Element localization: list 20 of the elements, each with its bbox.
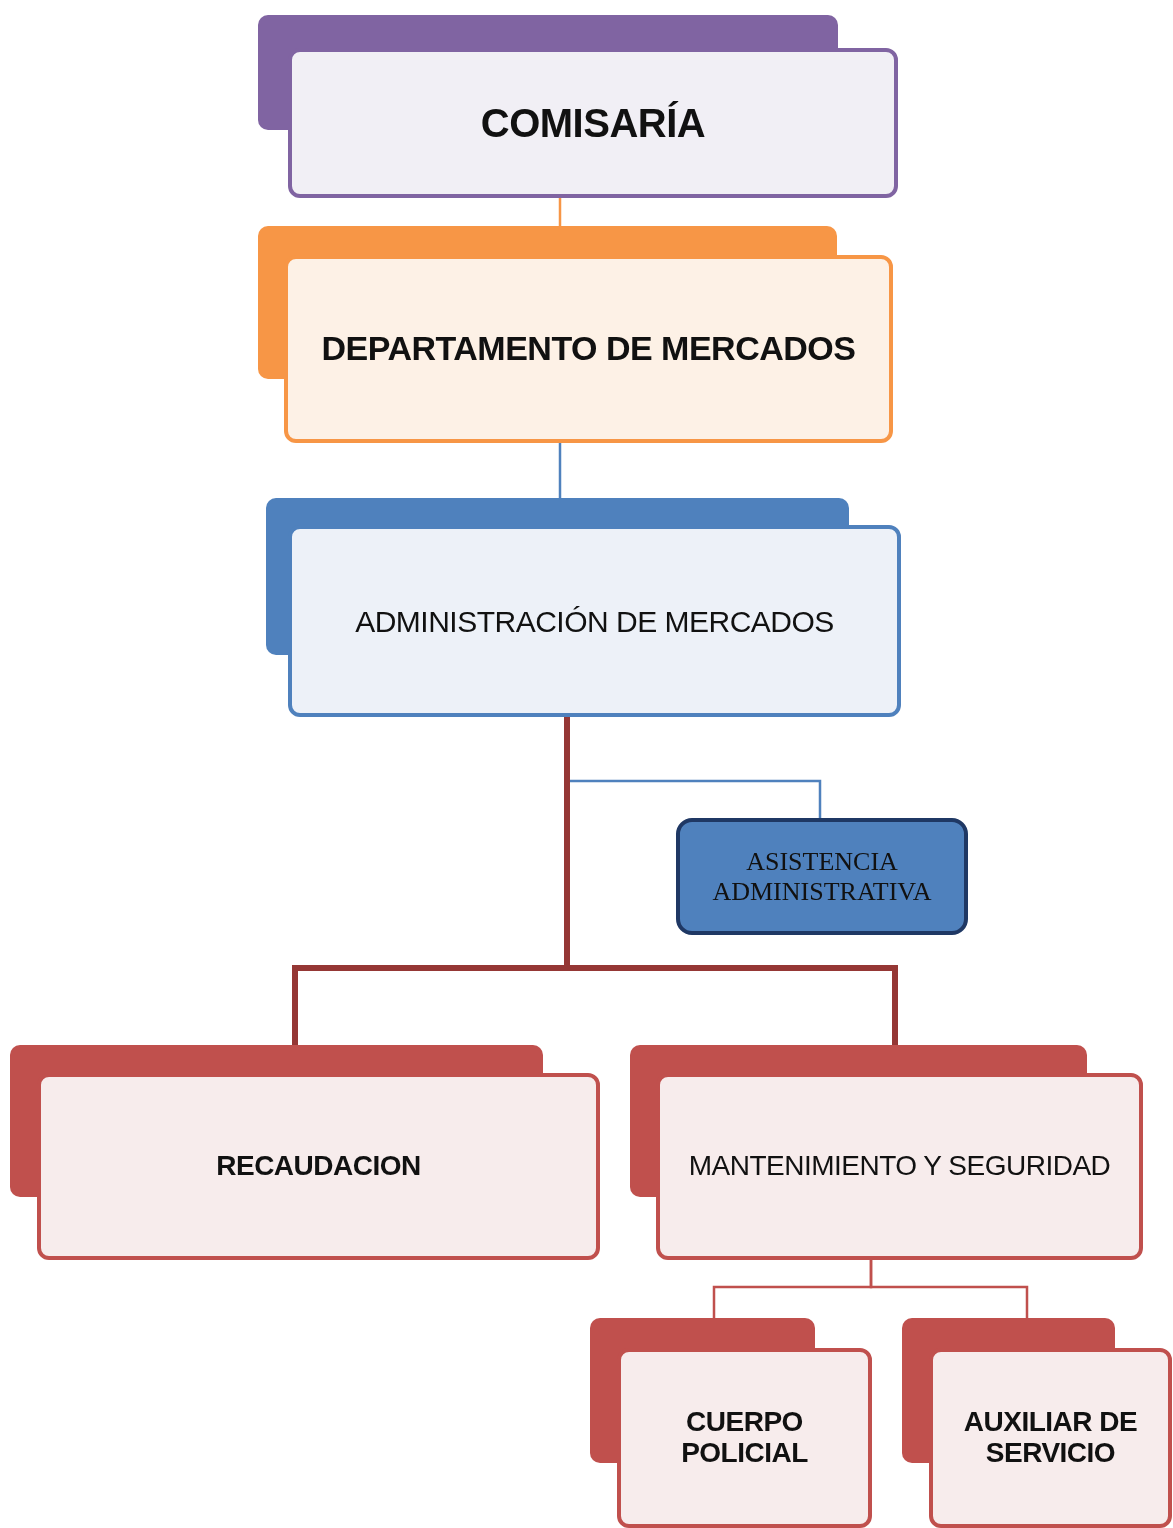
connector-line — [869, 1260, 1029, 1318]
org-box — [258, 226, 893, 443]
org-box — [590, 1318, 872, 1528]
connector-line — [558, 443, 562, 498]
box-label: RECAUDACION — [216, 1151, 421, 1182]
org-box — [10, 1045, 600, 1260]
org-box — [266, 498, 901, 717]
org-box — [902, 1318, 1172, 1528]
box-label: ASISTENCIA ADMINISTRATIVA — [711, 846, 933, 907]
box-label: AUXILIAR DE SERVICIO — [962, 1407, 1139, 1469]
box-label: DEPARTAMENTO DE MERCADOS — [321, 330, 856, 368]
connector-line — [558, 198, 562, 226]
box-label: CUERPO POLICIAL — [680, 1407, 809, 1469]
box-label: COMISARÍA — [480, 101, 706, 145]
connector-line — [564, 717, 898, 1045]
org-box — [258, 15, 898, 198]
org-box — [676, 818, 968, 935]
box-label: ADMINISTRACIÓN DE MERCADOS — [355, 604, 834, 638]
box-label: MANTENIMIENTO Y SEGURIDAD — [688, 1151, 1111, 1182]
org-box — [630, 1045, 1143, 1260]
